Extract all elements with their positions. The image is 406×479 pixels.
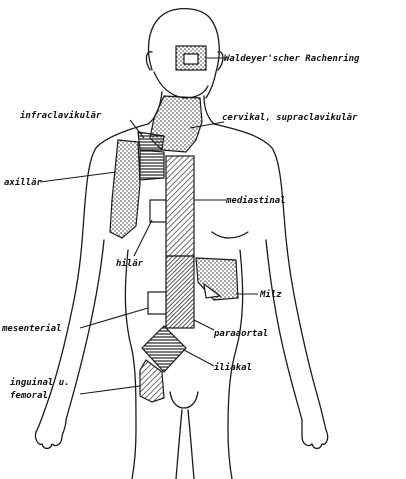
label-inguinal-1: inguinal u. bbox=[10, 377, 70, 388]
lymph-regions bbox=[110, 46, 238, 402]
inner-leg-right bbox=[188, 410, 194, 479]
leader-paraaortal bbox=[194, 320, 214, 330]
leader-mesenterial bbox=[80, 308, 148, 328]
right-hand bbox=[302, 420, 328, 449]
right-inner-arm bbox=[266, 240, 302, 420]
groin-outline bbox=[170, 392, 198, 408]
neck-outline-right bbox=[204, 96, 214, 124]
label-hilar: hilär bbox=[116, 258, 144, 269]
waldeyer-inner bbox=[184, 54, 198, 64]
leader-hilar bbox=[134, 220, 152, 256]
axillary-region bbox=[110, 140, 140, 238]
label-inguinal-2: femoral bbox=[10, 391, 48, 401]
mesenterial-region bbox=[148, 292, 166, 314]
label-paraaortal: paraaortal bbox=[213, 329, 268, 339]
label-cervical: cervikal, supraclavikulär bbox=[222, 112, 358, 123]
paraaortal-region bbox=[166, 256, 194, 328]
inner-leg-left bbox=[176, 410, 182, 479]
label-waldeyer: Waldeyer'scher Rachenring bbox=[224, 53, 360, 64]
label-infraclavicular: infraclavikulär bbox=[20, 110, 102, 121]
hilar-region bbox=[150, 200, 166, 222]
axillary-upper-region bbox=[140, 150, 164, 180]
leader-axillary bbox=[40, 172, 116, 182]
left-waist bbox=[125, 250, 136, 479]
label-mediastinal: mediastinal bbox=[225, 195, 286, 206]
label-iliac: iliakal bbox=[214, 362, 252, 373]
chest-line bbox=[212, 232, 248, 238]
label-axillary: axillär bbox=[4, 177, 43, 188]
label-mesenterial: mesenterial bbox=[1, 323, 62, 334]
leader-iliac bbox=[184, 350, 214, 366]
leader-inguinal bbox=[80, 386, 140, 394]
label-spleen: Milz bbox=[259, 289, 282, 300]
mediastinal-region bbox=[166, 156, 194, 256]
